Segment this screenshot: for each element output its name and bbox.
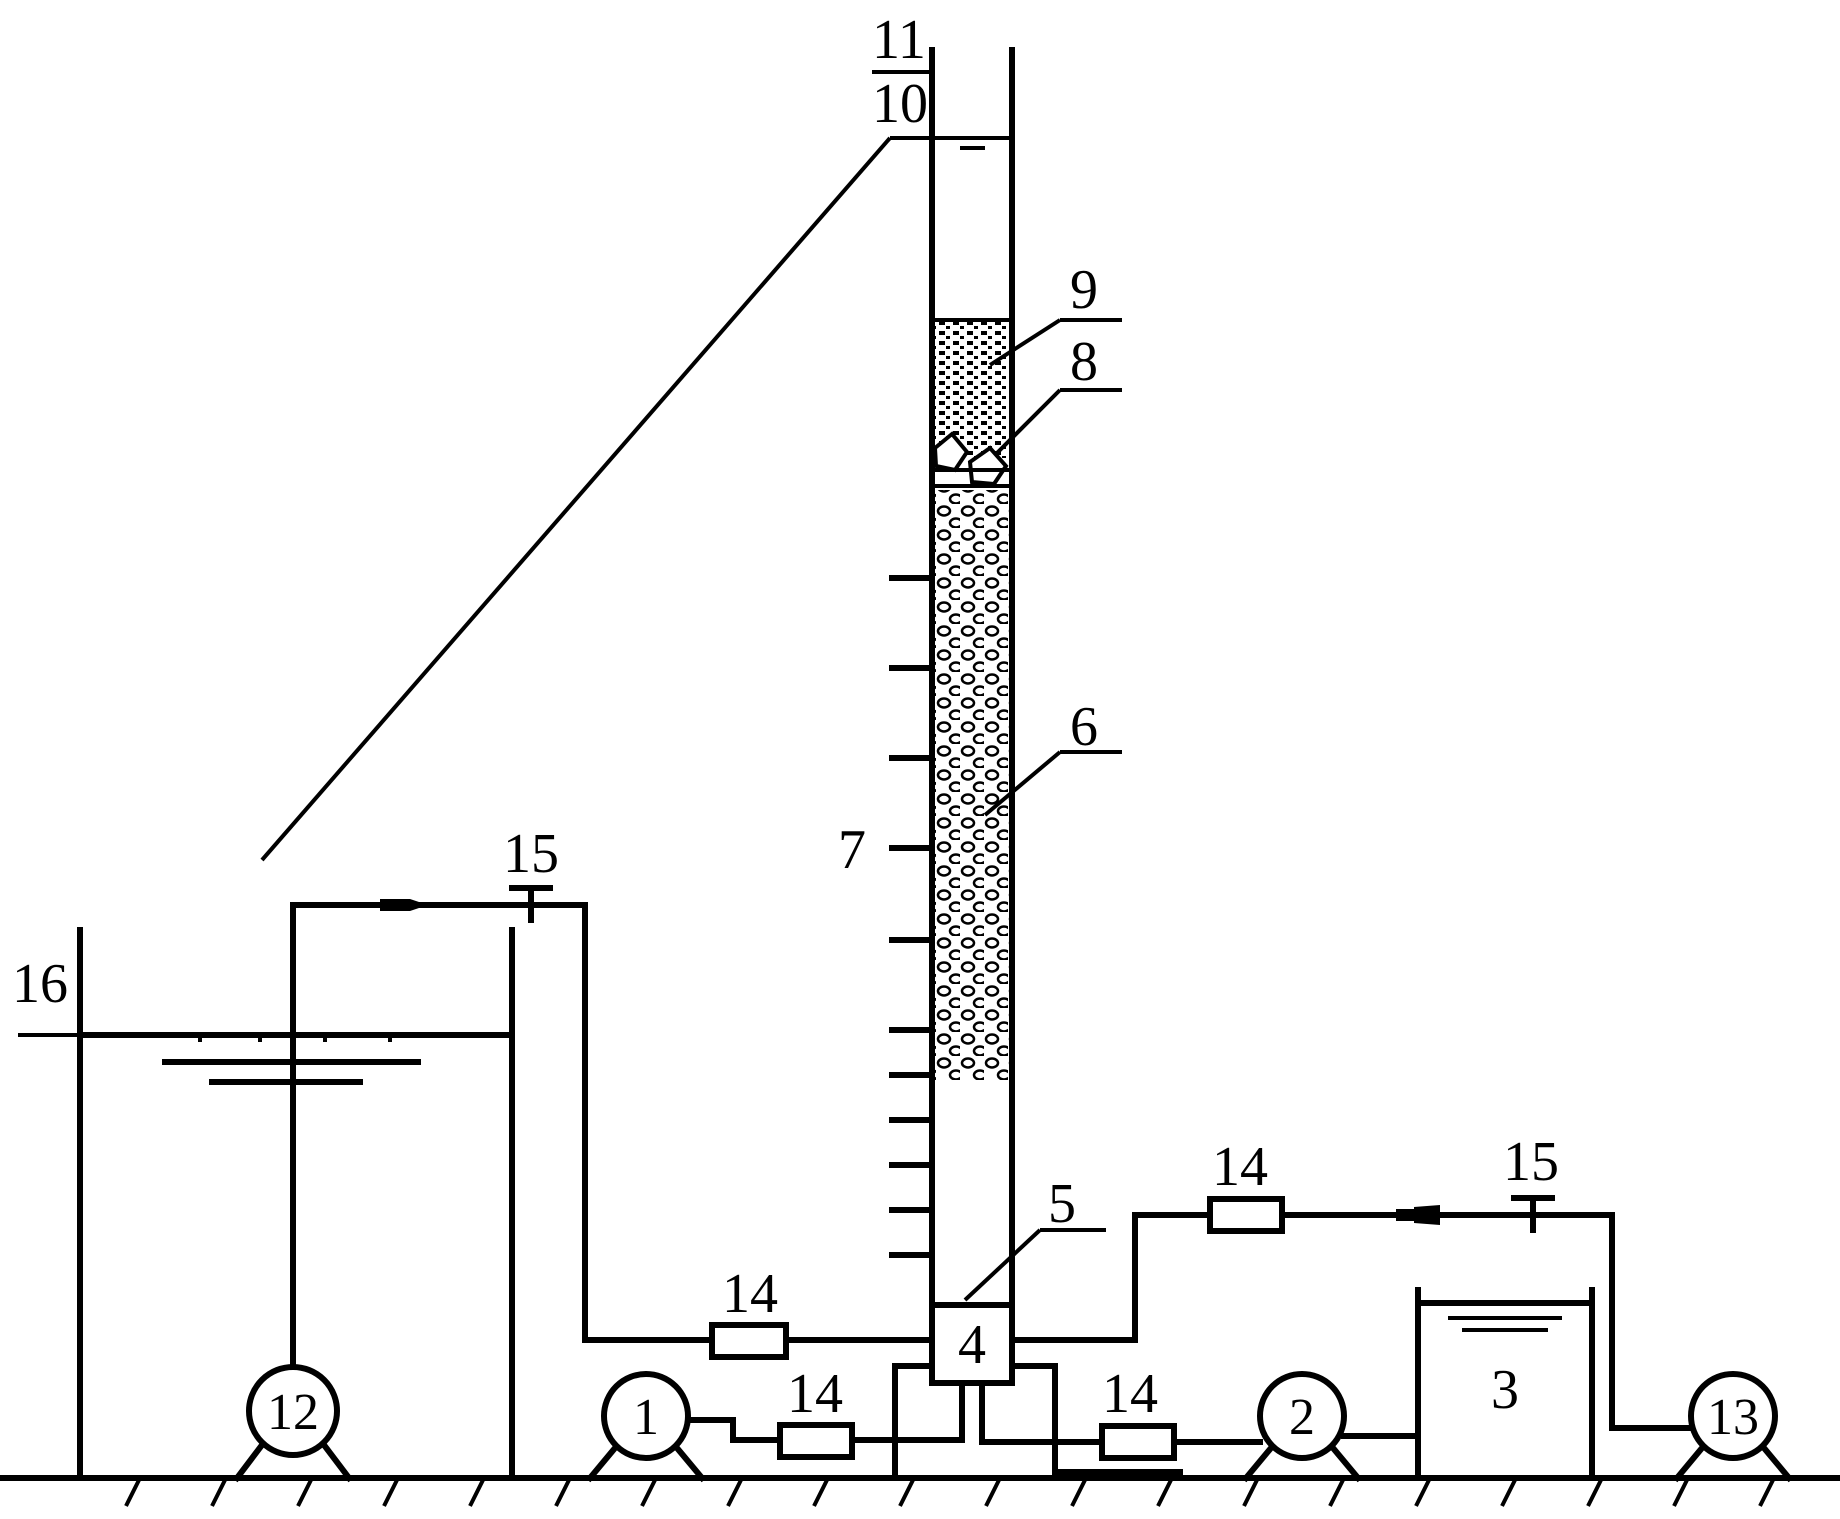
height-scale <box>889 575 935 1258</box>
label-14-top-right: 14 <box>1212 1136 1268 1198</box>
label-3: 3 <box>1491 1359 1519 1421</box>
ground-hatch <box>726 1477 744 1507</box>
label-8: 8 <box>1070 331 1098 393</box>
leader-5 <box>963 1228 1106 1302</box>
layer-8-stones <box>932 431 1010 488</box>
label-11: 11 <box>872 9 926 71</box>
ground-hatch <box>898 1477 916 1507</box>
label-5: 5 <box>1048 1173 1076 1235</box>
label-16: 16 <box>12 953 68 1015</box>
ground-hatch <box>1758 1477 1776 1507</box>
label-15-right: 15 <box>1503 1131 1559 1193</box>
ground-hatch <box>1070 1477 1088 1507</box>
label-10: 10 <box>872 73 928 135</box>
ground-hatch <box>640 1477 658 1507</box>
valve-15-right <box>1511 1195 1555 1233</box>
label-14-left: 14 <box>722 1263 778 1325</box>
ground-hatch <box>554 1477 572 1507</box>
ground <box>0 1475 1840 1507</box>
leader-11-10 <box>260 70 932 862</box>
distributor-4 <box>929 1302 1015 1386</box>
pump-1 <box>585 1371 965 1483</box>
inlet-pipe-left <box>582 902 933 1360</box>
label-9: 9 <box>1070 259 1098 321</box>
reaction-column <box>929 47 1015 1308</box>
ground-hatch <box>296 1477 314 1507</box>
ground-hatch <box>124 1477 142 1507</box>
pump-13 <box>1672 1371 1794 1483</box>
ground-hatch <box>1586 1477 1604 1507</box>
label-13: 13 <box>1707 1389 1759 1446</box>
label-14-bottom-right: 14 <box>1102 1363 1158 1425</box>
ground-hatch <box>984 1477 1002 1507</box>
label-14-bottom-left: 14 <box>787 1363 843 1425</box>
outlet-pipe-right <box>1009 1196 1693 1431</box>
ground-hatch <box>1156 1477 1174 1507</box>
pump-2 <box>979 1371 1421 1483</box>
ground-hatch <box>382 1477 400 1507</box>
ground-hatch <box>1672 1477 1690 1507</box>
label-4: 4 <box>958 1314 986 1376</box>
leader-9 <box>988 318 1122 367</box>
label-15-left: 15 <box>503 823 559 885</box>
label-12: 12 <box>267 1384 319 1441</box>
leader-8 <box>993 388 1122 457</box>
ground-hatch <box>1414 1477 1432 1507</box>
ground-hatch <box>1328 1477 1346 1507</box>
ground-hatch <box>812 1477 830 1507</box>
leader-6 <box>983 750 1122 817</box>
label-6: 6 <box>1070 696 1098 758</box>
distributor-drain-pipes <box>892 1363 1183 1481</box>
label-7: 7 <box>838 819 866 881</box>
label-2: 2 <box>1289 1389 1315 1446</box>
label-1: 1 <box>633 1389 659 1446</box>
ground-hatch <box>1500 1477 1518 1507</box>
ground-hatch <box>1242 1477 1260 1507</box>
pump-12 <box>232 899 588 1483</box>
tank-3 <box>1415 1287 1595 1481</box>
ground-hatch <box>468 1477 486 1507</box>
valve-15-left <box>509 885 553 923</box>
ground-hatch <box>210 1477 228 1507</box>
